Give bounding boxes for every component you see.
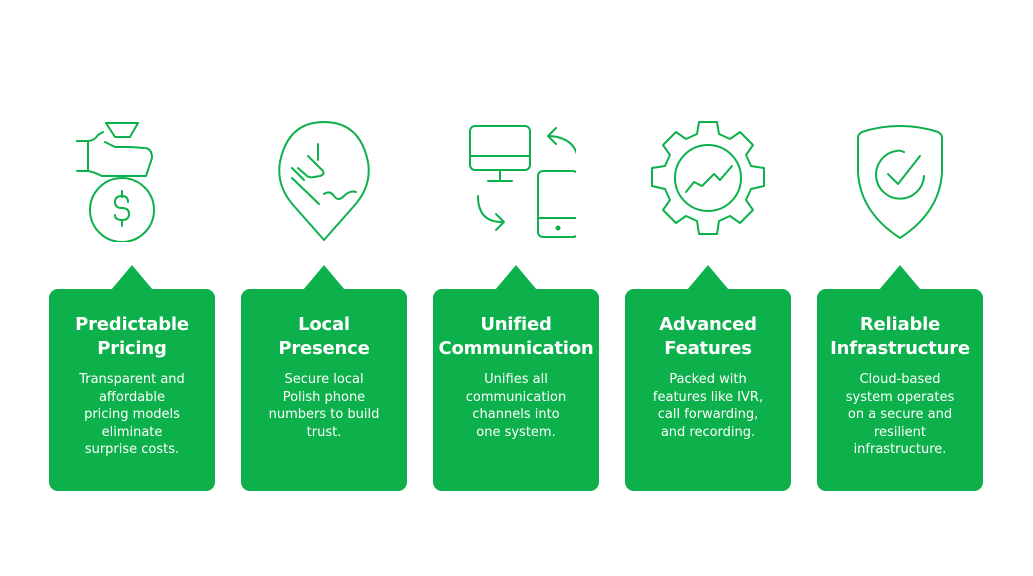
card-pointer [495,265,537,290]
shield-check-icon [817,118,983,242]
feature-local-presence: Local Presence Secure local Polish phone… [241,0,407,576]
card-pointer [687,265,729,290]
feature-unified-communication: Unified Communication Unifies all commun… [433,0,599,576]
card-pointer [879,265,921,290]
card-pointer [303,265,345,290]
feature-description: Transparent and affordable pricing model… [79,372,185,457]
feature-title: Local Presence [278,314,370,359]
location-pin-icon [241,118,407,242]
card-pointer [111,265,153,290]
feature-title: Predictable Pricing [75,314,189,359]
feature-advanced-features: Advanced Features Packed with features l… [625,0,791,576]
feature-card: Advanced Features Packed with features l… [625,289,791,491]
feature-reliable-infrastructure: Reliable Infrastructure Cloud-based syst… [817,0,983,576]
feature-title: Unified Communication [438,314,594,359]
feature-description: Cloud-based system operates on a secure … [845,372,955,457]
money-bag-in-hand-icon [49,118,215,242]
feature-predictable-pricing: Predictable Pricing Transparent and affo… [49,0,215,576]
feature-description: Unifies all communication channels into … [465,372,567,440]
feature-card: Predictable Pricing Transparent and affo… [49,289,215,491]
feature-description: Packed with features like IVR, call forw… [652,372,764,440]
feature-title: Reliable Infrastructure [830,314,970,359]
feature-card: Reliable Infrastructure Cloud-based syst… [817,289,983,491]
feature-title: Advanced Features [659,314,757,359]
feature-card: Unified Communication Unifies all commun… [433,289,599,491]
feature-card: Local Presence Secure local Polish phone… [241,289,407,491]
desktop-mobile-sync-icon [433,118,599,242]
feature-description: Secure local Polish phone numbers to bui… [268,372,380,440]
gear-chart-icon [625,118,791,242]
